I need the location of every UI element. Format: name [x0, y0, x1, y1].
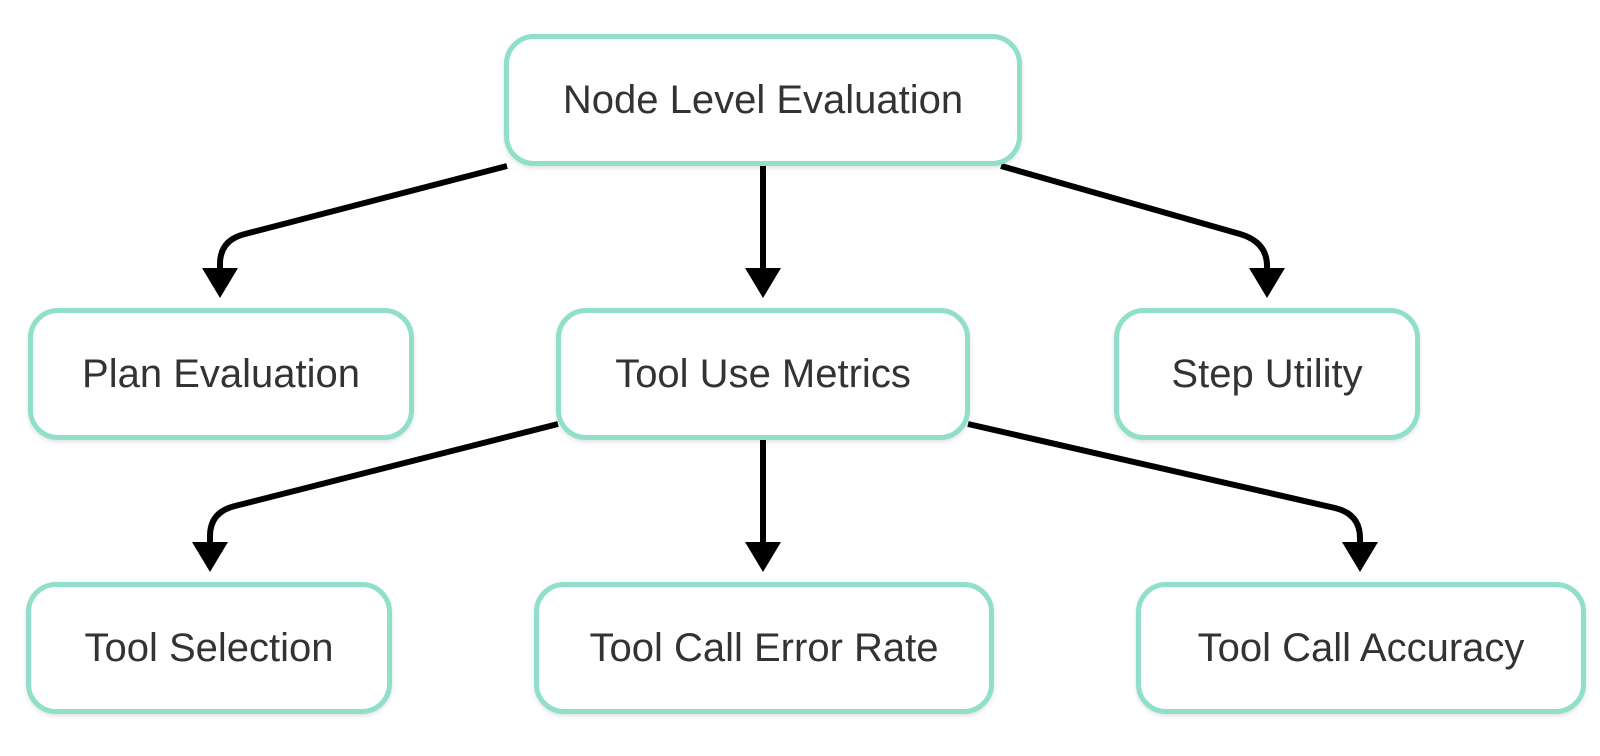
- node-tool-use-metrics-label: Tool Use Metrics: [615, 351, 911, 396]
- arrowhead-plan: [202, 268, 238, 298]
- node-plan-evaluation: Plan Evaluation: [28, 308, 414, 440]
- node-tool-call-error-rate-label: Tool Call Error Rate: [589, 625, 939, 670]
- arrowhead-accuracy: [1342, 542, 1378, 572]
- arrowhead-step: [1249, 268, 1285, 298]
- node-tool-selection: Tool Selection: [26, 582, 392, 714]
- node-step-utility-label: Step Utility: [1171, 351, 1363, 396]
- node-root: Node Level Evaluation: [504, 34, 1022, 166]
- edge-tool-to-selection: [207, 421, 559, 546]
- arrowhead-tool: [745, 268, 781, 298]
- node-root-label: Node Level Evaluation: [562, 77, 964, 122]
- edge-tool-to-accuracy: [967, 421, 1363, 546]
- node-step-utility: Step Utility: [1114, 308, 1420, 440]
- node-tool-call-accuracy: Tool Call Accuracy: [1136, 582, 1586, 714]
- edge-root-to-plan: [217, 163, 508, 272]
- node-tool-selection-label: Tool Selection: [84, 625, 334, 670]
- arrowhead-selection: [192, 542, 228, 572]
- node-tool-call-error-rate: Tool Call Error Rate: [534, 582, 994, 714]
- node-tool-use-metrics: Tool Use Metrics: [556, 308, 970, 440]
- node-plan-evaluation-label: Plan Evaluation: [82, 351, 360, 396]
- arrowhead-error: [745, 542, 781, 572]
- edge-root-to-step: [1000, 163, 1270, 272]
- node-tool-call-accuracy-label: Tool Call Accuracy: [1197, 625, 1525, 670]
